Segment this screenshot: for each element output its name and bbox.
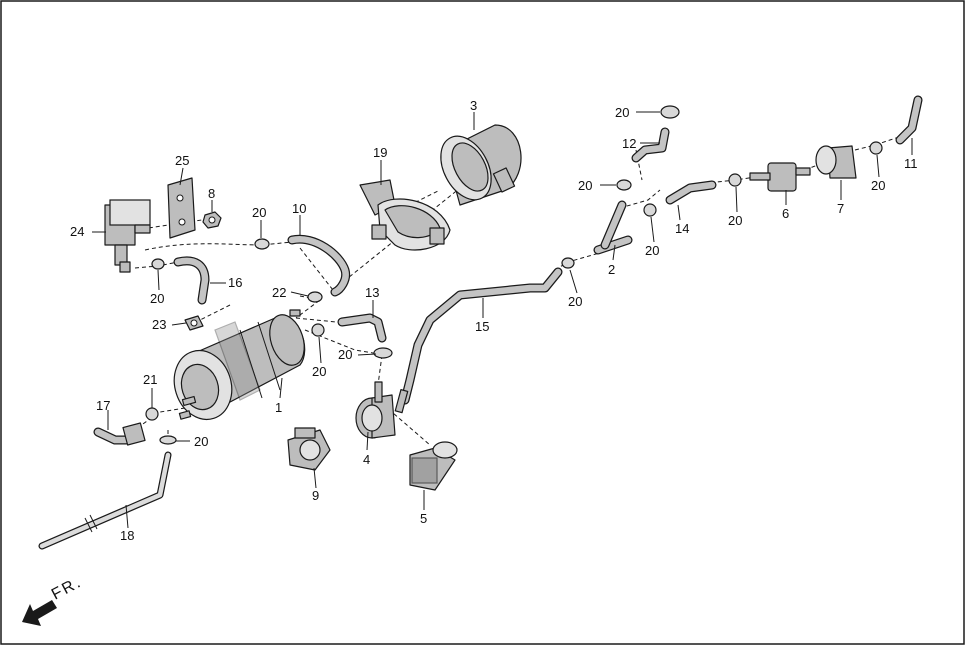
label-part-20: 20 <box>568 294 582 309</box>
ypipe-part-2 <box>593 200 633 255</box>
label-part-5: 5 <box>420 511 427 526</box>
hose-part-17 <box>93 422 146 446</box>
label-part-14: 14 <box>675 221 689 236</box>
label-part-18: 18 <box>120 528 134 543</box>
label-part-21: 21 <box>143 372 157 387</box>
label-part-23: 23 <box>152 317 166 332</box>
cover-part-5 <box>409 441 458 491</box>
label-part-20: 20 <box>312 364 326 379</box>
label-part-20: 20 <box>578 178 592 193</box>
label-part-19: 19 <box>373 145 387 160</box>
label-part-2: 2 <box>608 262 615 277</box>
hose-part-12 <box>631 127 670 163</box>
label-part-22: 22 <box>272 285 286 300</box>
label-part-1: 1 <box>275 400 282 415</box>
label-part-24: 24 <box>70 224 84 239</box>
canister-part-1 <box>173 309 306 420</box>
label-part-7: 7 <box>837 201 844 216</box>
hose-part-10 <box>287 234 351 297</box>
label-part-20: 20 <box>871 178 885 193</box>
label-part-20: 20 <box>150 291 164 306</box>
label-part-20: 20 <box>338 347 352 362</box>
hose-part-16 <box>173 256 210 305</box>
cup-part-3 <box>440 124 522 206</box>
part-labels: 1 2 3 4 5 6 7 8 9 10 11 12 13 14 15 16 1… <box>70 98 918 543</box>
label-part-9: 9 <box>312 488 319 503</box>
label-part-4: 4 <box>363 452 370 467</box>
tube-part-18 <box>38 451 172 550</box>
label-part-12: 12 <box>622 136 636 151</box>
cap-part-7 <box>815 145 857 179</box>
label-part-17: 17 <box>96 398 110 413</box>
label-part-13: 13 <box>365 285 379 300</box>
label-part-16: 16 <box>228 275 242 290</box>
label-part-10: 10 <box>292 201 306 216</box>
label-part-3: 3 <box>470 98 477 113</box>
front-direction-indicator: FR. <box>22 574 85 626</box>
front-direction-label: FR. <box>49 574 85 604</box>
hose-part-15 <box>400 267 563 405</box>
hose-part-13 <box>337 313 387 343</box>
filter-part-6 <box>749 162 811 192</box>
hose-part-14 <box>665 180 717 205</box>
label-part-20: 20 <box>615 105 629 120</box>
label-part-11: 11 <box>904 156 918 171</box>
label-part-8: 8 <box>208 186 215 201</box>
label-part-20: 20 <box>252 205 266 220</box>
filter-part-4 <box>355 381 409 439</box>
nut-part-8 <box>202 211 222 229</box>
bracket-part-19 <box>359 179 451 251</box>
label-part-25: 25 <box>175 153 189 168</box>
leader-lines <box>92 111 913 529</box>
clamp-part-9 <box>287 427 331 471</box>
label-part-20: 20 <box>194 434 208 449</box>
valve-part-24 <box>104 199 151 273</box>
front-arrow-icon <box>22 600 57 626</box>
plate-part-25 <box>167 177 196 239</box>
label-part-20: 20 <box>645 243 659 258</box>
clip-part-23 <box>184 315 204 331</box>
label-part-20: 20 <box>728 213 742 228</box>
label-part-15: 15 <box>475 319 489 334</box>
hose-clips <box>145 105 883 445</box>
label-part-6: 6 <box>782 206 789 221</box>
hose-part-11 <box>895 95 923 145</box>
